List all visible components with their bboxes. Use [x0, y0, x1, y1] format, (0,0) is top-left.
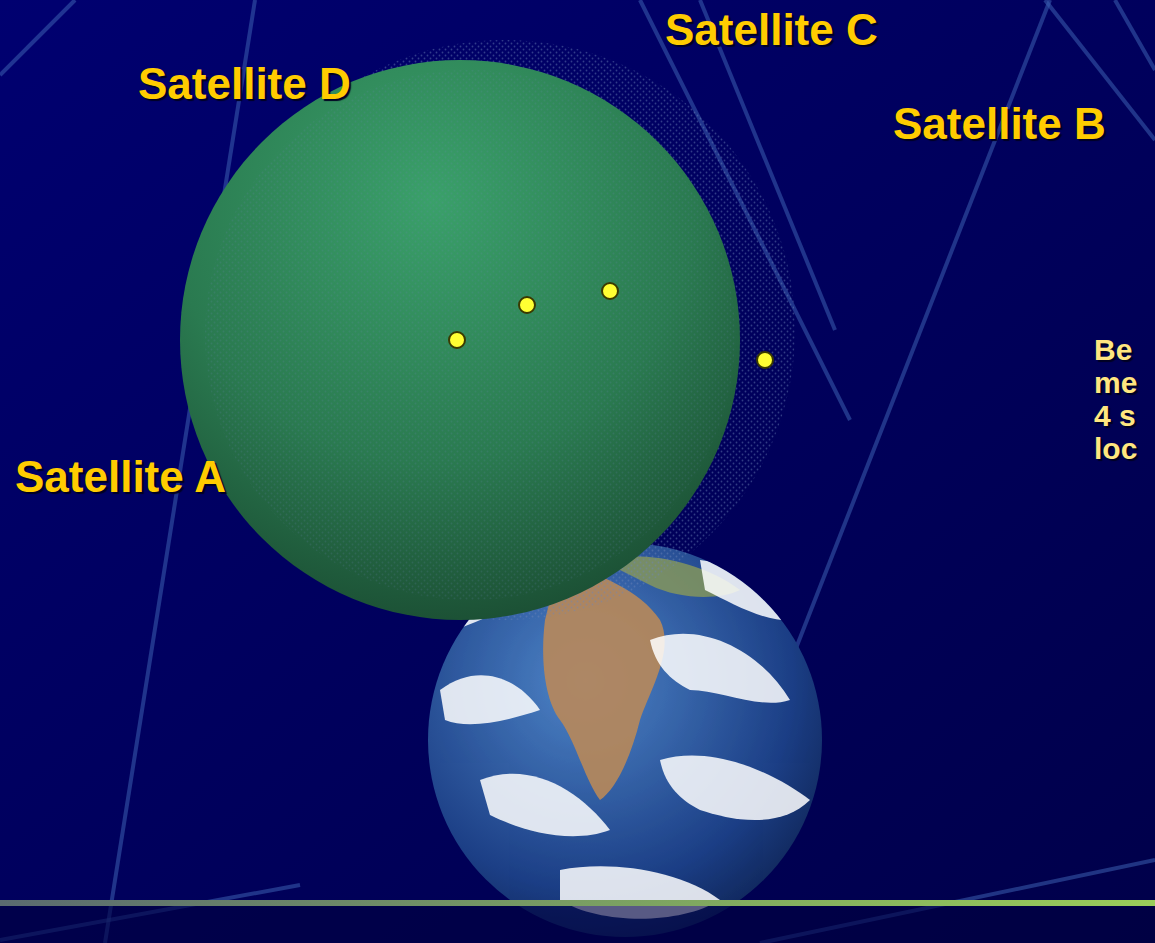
- position-sphere: [180, 60, 740, 620]
- sphere-texture: [205, 70, 735, 600]
- footer-band: [0, 906, 1155, 943]
- satellite-label: Satellite D: [138, 62, 351, 106]
- position-dots: [449, 283, 773, 368]
- satellite-label: Satellite A: [15, 455, 226, 499]
- satellite-label: Satellite C: [665, 8, 878, 52]
- satellite-label: Satellite B: [893, 102, 1106, 146]
- footer-bar: [0, 900, 1155, 906]
- note-text: Be me 4 s loc: [1094, 333, 1150, 465]
